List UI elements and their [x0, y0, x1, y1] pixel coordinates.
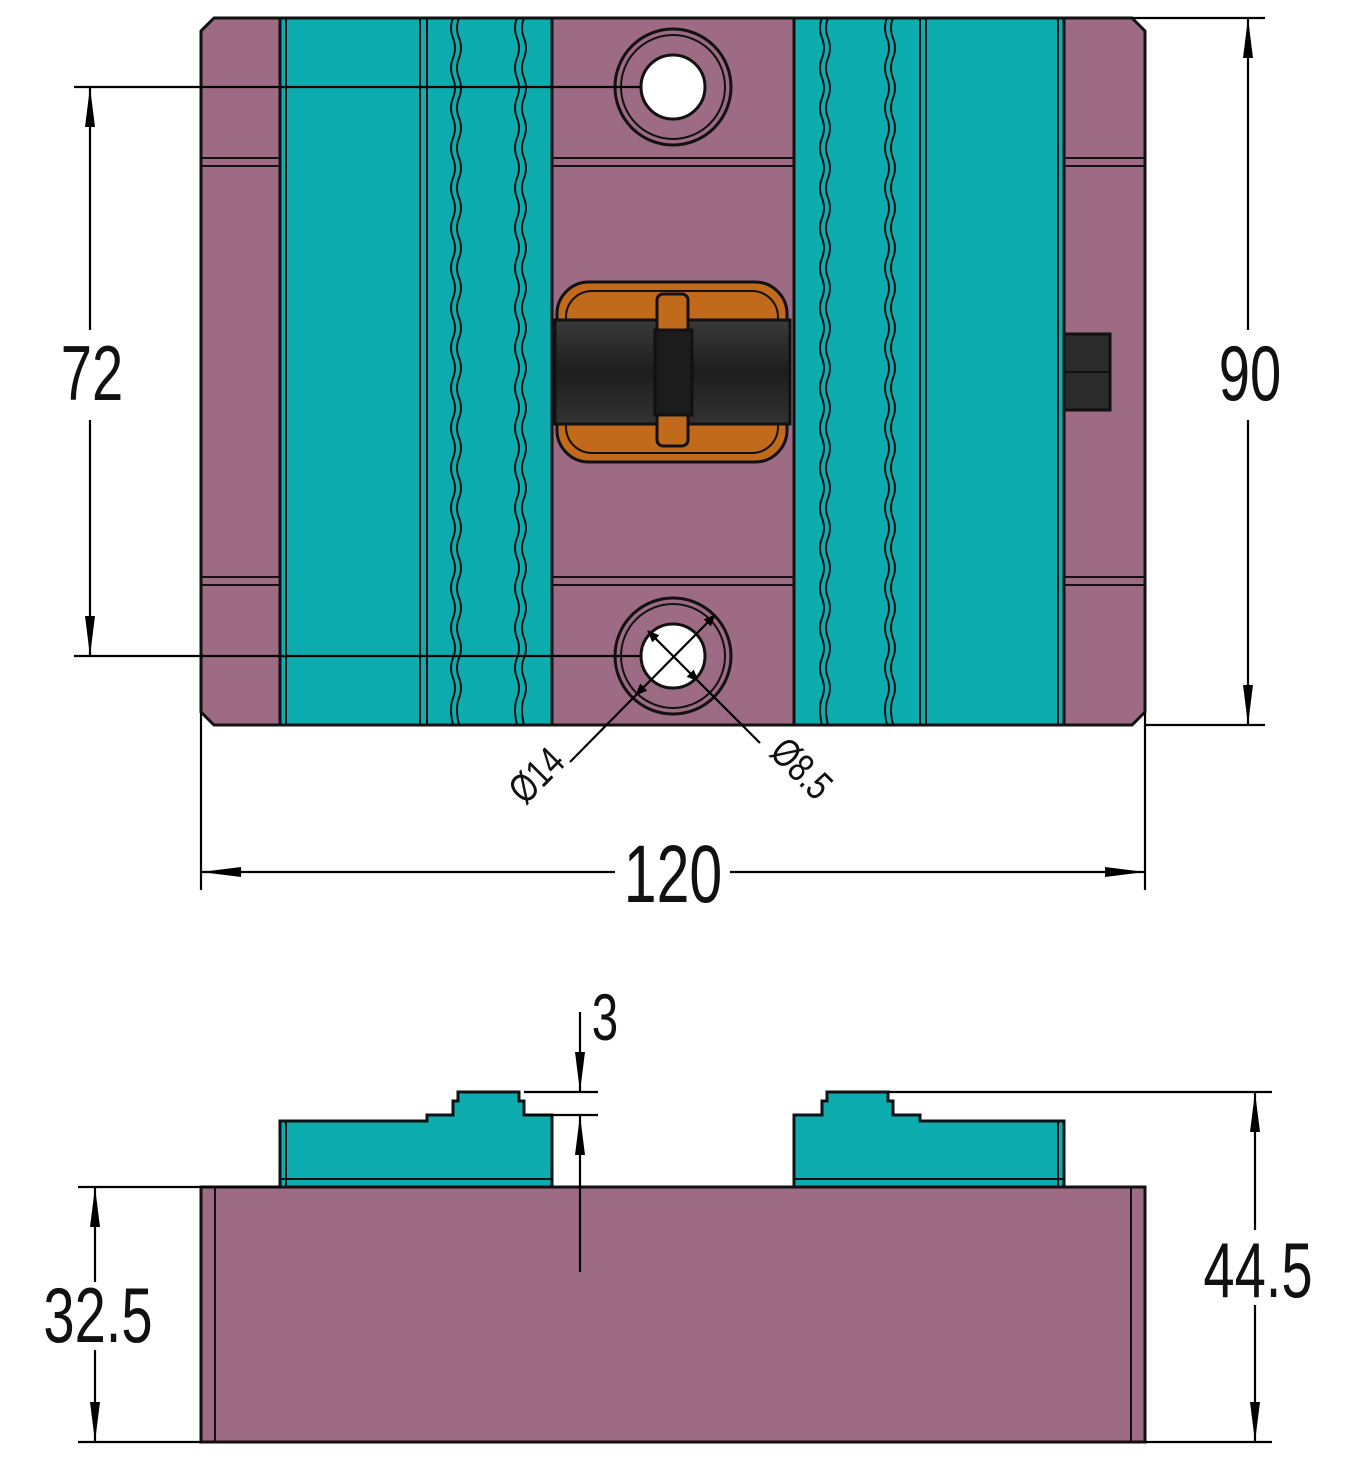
dimension-label-120: 120	[624, 829, 723, 921]
dimension-label-3: 3	[592, 981, 618, 1054]
handle-assembly	[553, 280, 792, 464]
dimension-label-72: 72	[61, 330, 123, 417]
side-right-jaw	[792, 1090, 1066, 1189]
serration-line	[884, 17, 890, 726]
left-jaw	[278, 16, 554, 727]
dimension-label-hole: Ø8.5	[762, 729, 841, 808]
dimension-total-height: 44.5	[888, 1090, 1313, 1444]
top-mounting-hole	[613, 27, 733, 147]
dimension-base-height: 32.5	[43, 1185, 280, 1444]
side-view: 3 32.5 44.5	[43, 981, 1313, 1444]
serration-line	[521, 17, 527, 726]
top-view: 72 90 120 Ø14 Ø8.5	[61, 16, 1281, 921]
dimension-label-counterbore: Ø14	[500, 739, 573, 812]
serration-line	[890, 17, 896, 726]
side-base	[199, 1185, 1147, 1444]
serration-line	[819, 17, 825, 726]
serration-line	[825, 17, 831, 726]
right-jaw	[792, 16, 1066, 727]
dimension-label-32-5: 32.5	[43, 1272, 152, 1359]
dimension-step-height: 3	[524, 981, 618, 1272]
dimension-hole-spacing: 72	[61, 85, 640, 658]
dimension-label-44-5: 44.5	[1203, 1227, 1312, 1314]
dimension-depth: 90	[1132, 16, 1281, 727]
side-screw-stub	[1062, 332, 1112, 412]
serration-line	[450, 17, 456, 726]
side-left-jaw	[278, 1090, 554, 1189]
serration-line	[514, 17, 520, 726]
dimension-width: 120	[199, 712, 1147, 921]
serration-line	[456, 17, 462, 726]
dimension-label-90: 90	[1219, 330, 1281, 417]
